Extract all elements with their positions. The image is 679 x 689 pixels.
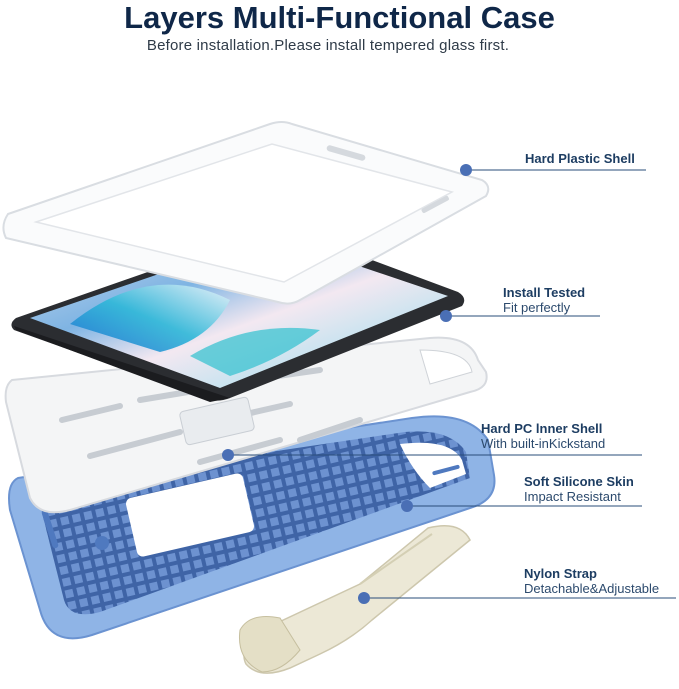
page-subtitle: Before installation.Please install tempe… bbox=[146, 37, 510, 54]
callout-soft-silicone-skin: Soft Silicone Skin Impact Resistant bbox=[524, 474, 634, 504]
callout-hard-pc-inner-shell: Hard PC lnner Shell With built-inKicksta… bbox=[481, 421, 605, 451]
callout-install-tested: Install Tested Fit perfectly bbox=[503, 285, 585, 315]
callout-label: Nylon Strap bbox=[524, 566, 597, 581]
callout-sub: Impact Resistant bbox=[524, 489, 621, 504]
callout-label: Hard PC lnner Shell bbox=[481, 421, 603, 436]
callout-dot-nylon-strap bbox=[358, 592, 370, 604]
plastic-shell-frame bbox=[2, 121, 490, 305]
callout-dot-silicone-skin bbox=[401, 500, 413, 512]
callout-hard-plastic-shell: Hard Plastic Shell bbox=[525, 151, 635, 166]
page-title: Layers Multi-Functional Case bbox=[124, 0, 555, 35]
callout-sub: With built-inKickstand bbox=[481, 436, 606, 451]
callout-dot-plastic-shell bbox=[460, 164, 472, 176]
callout-dot-pc-inner-shell bbox=[222, 449, 234, 461]
nylon-strap bbox=[238, 525, 471, 674]
callout-label: Install Tested bbox=[503, 285, 586, 300]
callout-nylon-strap: Nylon Strap Detachable&Adjustable bbox=[524, 566, 659, 596]
callout-label: Soft Silicone Skin bbox=[524, 474, 634, 489]
callout-sub: Fit perfectly bbox=[503, 300, 571, 315]
callout-sub: Detachable&Adjustable bbox=[524, 581, 660, 596]
callout-label: Hard Plastic Shell bbox=[525, 151, 635, 166]
callout-dot-install-tested bbox=[440, 310, 452, 322]
